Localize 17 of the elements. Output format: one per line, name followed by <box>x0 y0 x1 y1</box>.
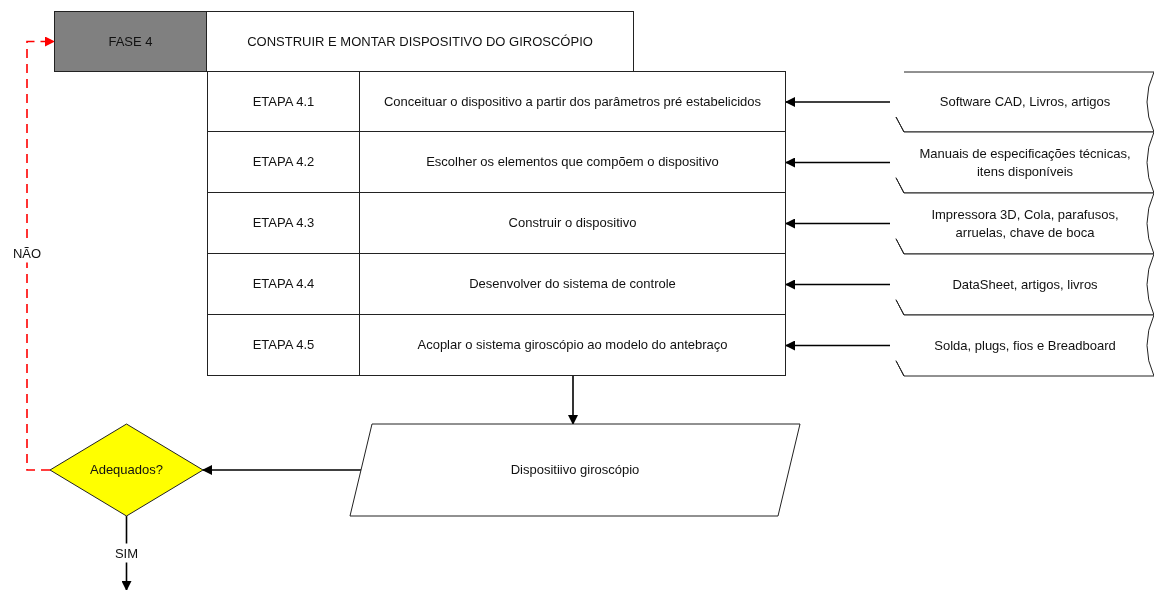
step-description-cell: Acoplar o sistema giroscópio ao modelo do antebraço <box>359 314 786 376</box>
arrow <box>785 218 891 229</box>
arrow <box>121 515 132 590</box>
arrow <box>785 97 891 107</box>
arrow <box>202 465 362 475</box>
phase-box: FASE 4 <box>54 11 207 72</box>
arrow <box>568 375 578 425</box>
decision-diamond: Adequados? <box>50 424 203 516</box>
arrow <box>785 279 891 290</box>
step-label-cell: ETAPA 4.5 <box>207 314 360 376</box>
data-parallelogram: Dispositiivo giroscópio <box>350 424 800 516</box>
phase-title-box: CONSTRUIR E MONTAR DISPOSITIVO DO GIROSCÓPIO <box>206 11 634 72</box>
edge-label: NÃO <box>12 243 42 263</box>
arrow <box>26 36 55 471</box>
arrow <box>785 157 891 168</box>
edge-label: SIM <box>114 543 139 563</box>
arrow <box>785 340 891 351</box>
